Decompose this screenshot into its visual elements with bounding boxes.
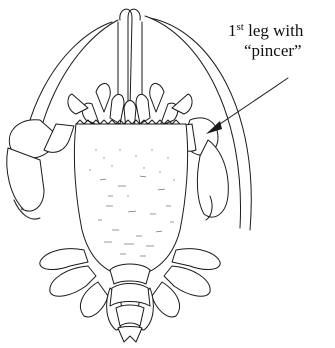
callout-line-2: “pincer” [244,41,302,60]
carapace [74,120,187,276]
callout-label: 1st leg with “pincer” [228,21,304,60]
left-cheliped [7,120,74,219]
callout-arrow [206,78,288,134]
callout-line-1: 1st leg with [228,21,304,40]
antennules [118,9,142,110]
